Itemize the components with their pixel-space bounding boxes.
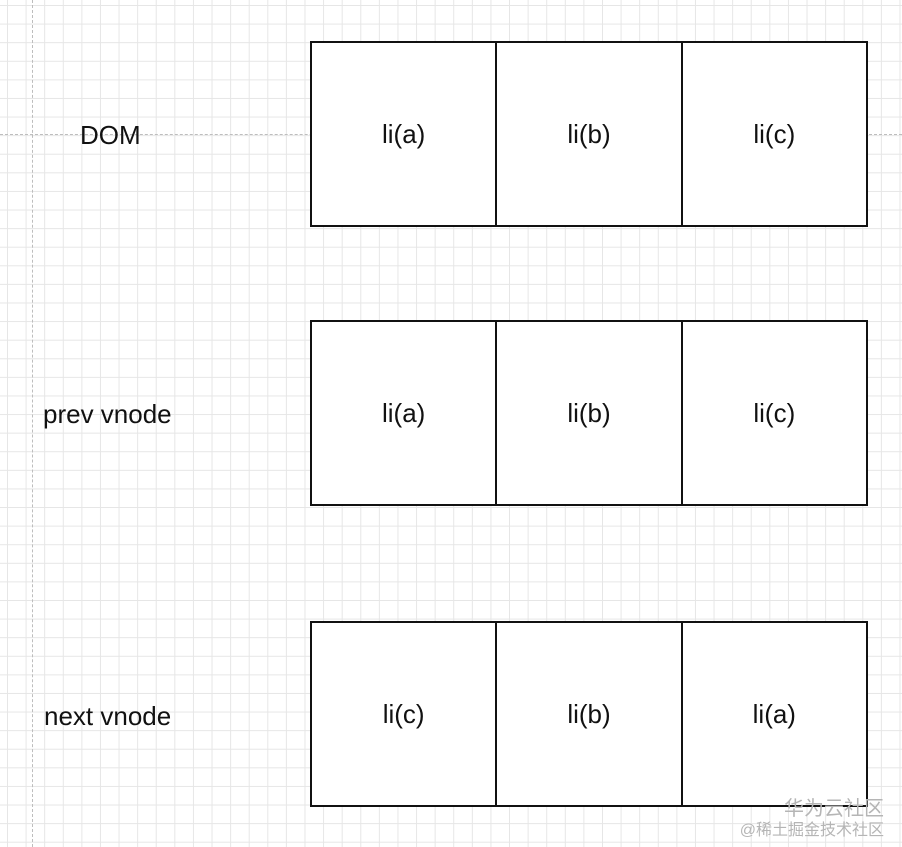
next-vnode-cell-3: li(a) — [752, 698, 796, 729]
next-vnode-row: li(c) li(b) li(a) — [310, 621, 868, 807]
row-label-next-vnode: next vnode — [44, 701, 172, 731]
dom-cell-3: li(c) — [753, 118, 796, 149]
row-label-dom: DOM — [80, 120, 141, 150]
vertical-guide-line — [32, 0, 33, 847]
dom-cell-2: li(b) — [497, 43, 683, 225]
prev-vnode-cell-2: li(b) — [497, 322, 683, 504]
next-vnode-cell-1: li(c) — [312, 623, 498, 805]
prev-vnode-cell-3: li(c) — [753, 397, 796, 428]
prev-vnode-cell-1: li(a) — [312, 322, 498, 504]
next-vnode-cell-2: li(b) — [497, 623, 683, 805]
watermark-line-1: 华为云社区 — [784, 798, 884, 820]
row-label-prev-vnode: prev vnode — [43, 399, 172, 429]
dom-cell-1: li(a) — [312, 43, 498, 225]
watermark-line-2: @稀土掘金技术社区 — [739, 822, 884, 839]
dom-row: li(a) li(b) li(c) — [310, 41, 868, 227]
prev-vnode-row: li(a) li(b) li(c) — [310, 320, 868, 506]
